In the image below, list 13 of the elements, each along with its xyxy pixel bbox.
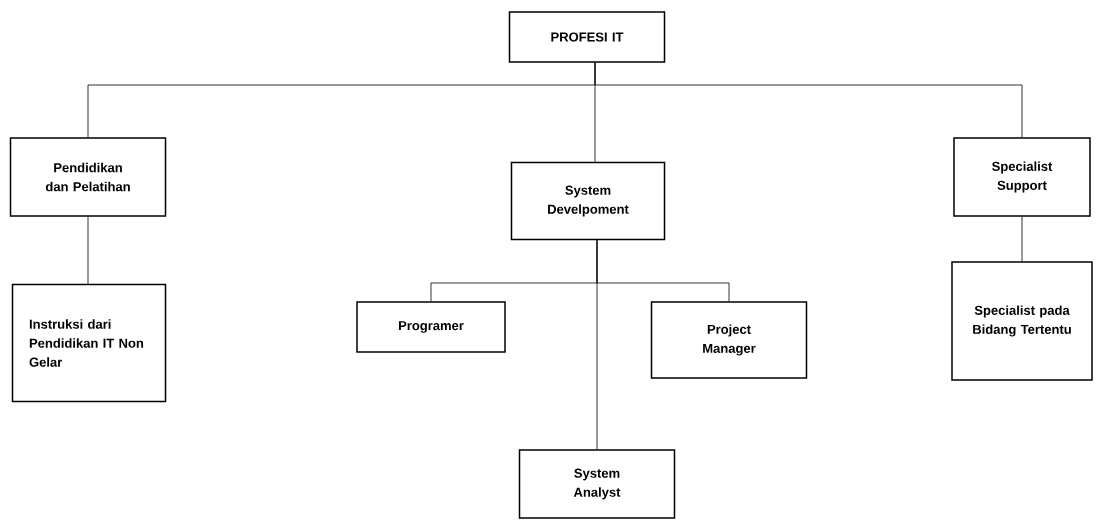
box: PROFESI IT — [508, 11, 666, 63]
connector-line — [594, 62, 1023, 138]
connector-line — [87, 216, 89, 285]
box: Programer — [356, 301, 506, 353]
box: Specialist Support — [953, 137, 1091, 217]
connector-line — [596, 239, 598, 450]
box: Pendidikan dan Pelatihan — [9, 137, 167, 217]
box: Project Manager — [650, 301, 808, 379]
box: System Develpoment — [510, 161, 666, 241]
box: Instruksi dari Pendidikan IT Non Gelar — [11, 283, 167, 403]
box: Specialist pada Bidang Tertentu — [951, 261, 1093, 381]
box: System Analyst — [518, 449, 676, 519]
connector-line — [1021, 216, 1023, 262]
